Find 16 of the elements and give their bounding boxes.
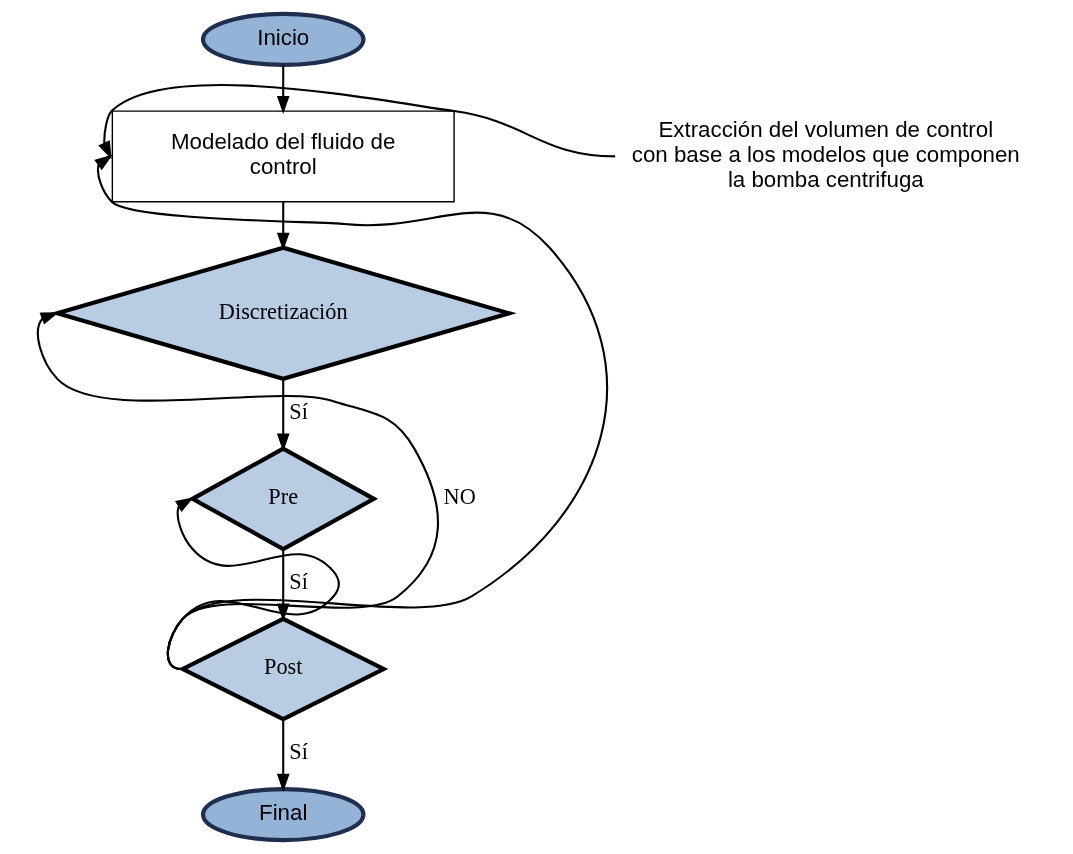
node-text: Extracción del volumen de control con base a los modelos que componen la bomba centrifuga <box>631 116 1020 192</box>
arrow <box>97 84 615 160</box>
arrow <box>36 312 439 670</box>
arrow <box>276 201 290 251</box>
edge-label: NO <box>443 484 476 510</box>
arrow <box>166 497 340 671</box>
arrow <box>276 719 290 792</box>
node-box: Modelado del fluido de control <box>111 110 455 203</box>
edge-label: Sí <box>288 399 308 425</box>
edge-label: Sí <box>288 739 308 765</box>
edge-label: Sí <box>288 569 308 595</box>
arrow <box>93 154 607 670</box>
node-ellipse: Final <box>200 787 365 843</box>
arrow <box>276 65 290 115</box>
arrow <box>276 379 290 452</box>
node-ellipse: Inicio <box>200 11 365 67</box>
